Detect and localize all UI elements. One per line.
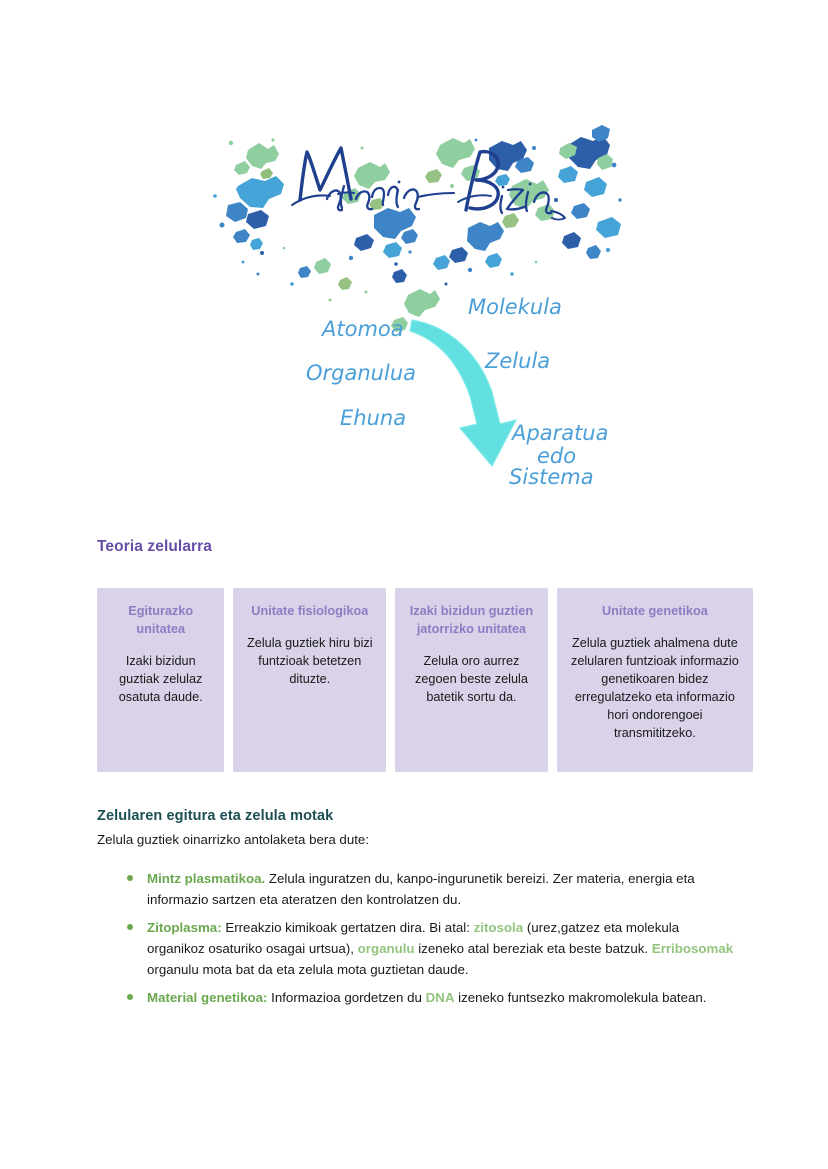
bullet-point-icon — [127, 875, 133, 881]
diagram-label-sistema: Sistema — [509, 465, 594, 489]
bullet-text: Informazioa gordetzen du — [267, 990, 426, 1005]
bullet-text: izeneko funtsezko makromolekula batean. — [454, 990, 707, 1005]
bullet-text: Erreakzio kimikoak gertatzen dira. Bi at… — [221, 920, 474, 935]
bullet-accent-term: zitosola — [473, 920, 524, 935]
structure-section-heading: Zelularen egitura eta zelula motak — [97, 808, 334, 824]
bullet-text: Zelula inguratzen du, kanpo-ingurunetik … — [147, 871, 695, 907]
theory-section-heading: Teoria zelularra — [97, 538, 213, 555]
list-item: Zitoplasma: Erreakzio kimikoak gertatzen… — [97, 917, 737, 980]
bullet-accent-term: organulu — [357, 941, 415, 956]
structure-intro-text: Zelula guztiek oinarrizko antolaketa ber… — [97, 832, 370, 847]
bullet-point-icon — [127, 924, 133, 930]
paint-splatter-group — [213, 125, 622, 332]
diagram-label-ehuna: Ehuna — [340, 406, 406, 430]
diagram-label-atomoa: Atomoa — [320, 317, 404, 341]
card-body: Zelula guztiek ahalmena dute zelularen f… — [570, 636, 739, 741]
bullet-accent-term: Erribosomak — [651, 941, 734, 956]
structure-bullet-list: Mintz plasmatikoa. Zelula inguratzen du,… — [97, 868, 737, 1015]
card-body: Izaki bizidun guztiak zelulaz osatuta da… — [118, 654, 203, 705]
curved-arrow-icon — [409, 319, 518, 468]
card-title: Egiturazko unitatea — [128, 604, 194, 637]
theory-card: Unitate genetikoa Zelula guztiek ahalmen… — [556, 588, 753, 773]
card-title: Unitate genetikoa — [602, 604, 708, 618]
bullet-point-icon — [127, 994, 133, 1000]
list-item: Material genetikoa: Informazioa gordetze… — [97, 987, 737, 1008]
theory-card: Unitate fisiologikoa Zelula guztiek hiru… — [233, 588, 387, 773]
hero-artwork: Atomoa Molekula Organulua Zelula Ehuna A… — [0, 0, 828, 510]
diagram-label-zelula: Zelula — [484, 349, 550, 373]
card-body: Zelula oro aurrez zegoen beste zelula ba… — [415, 654, 528, 705]
card-title: Izaki bizidun guztien jatorrizko unitate… — [409, 604, 534, 637]
diagram-label-molekula: Molekula — [468, 295, 562, 319]
bullet-accent-term: DNA — [425, 990, 455, 1005]
bullet-text: organulu mota bat da eta zelula mota guz… — [147, 962, 469, 977]
theory-card-row: Egiturazko unitatea Izaki bizidun guztia… — [97, 588, 753, 773]
bullet-term: Zitoplasma: — [147, 920, 222, 935]
card-title: Unitate fisiologikoa — [251, 604, 369, 618]
diagram-label-aparatua: Aparatua — [510, 421, 608, 445]
diagram-label-edo: edo — [537, 444, 576, 468]
hero-script-title — [291, 146, 566, 221]
list-item: Mintz plasmatikoa. Zelula inguratzen du,… — [97, 868, 737, 910]
card-body: Zelula guztiek hiru bizi funtzioak betet… — [247, 636, 373, 687]
theory-card: Izaki bizidun guztien jatorrizko unitate… — [395, 588, 548, 773]
bullet-text: izeneko atal bereziak eta beste batzuk. — [414, 941, 652, 956]
theory-card: Egiturazko unitatea Izaki bizidun guztia… — [97, 588, 225, 773]
diagram-label-organulua: Organulua — [306, 361, 416, 385]
bullet-term: Material genetikoa: — [147, 990, 268, 1005]
bullet-term: Mintz plasmatikoa. — [147, 871, 266, 886]
bullet-text: (urez,gatzez eta molekula organikoz osat… — [147, 920, 680, 956]
